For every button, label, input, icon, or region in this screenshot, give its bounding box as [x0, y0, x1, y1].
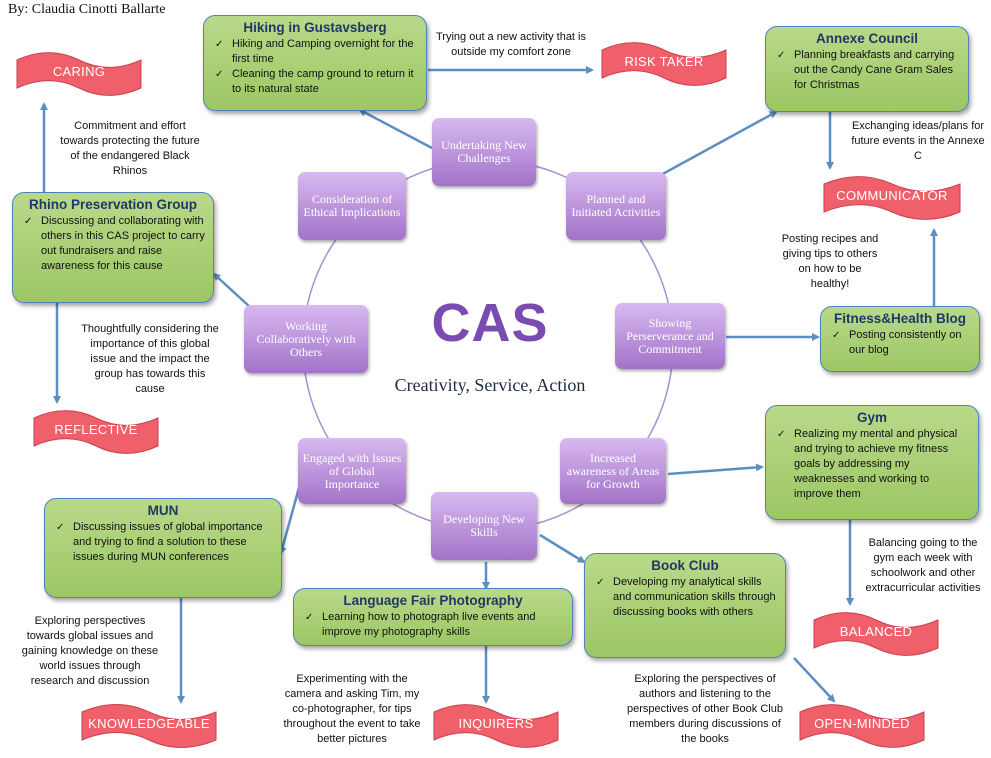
arrow-undertaking-to-hiking — [358, 108, 433, 150]
activity-bullet: Hiking and Camping overnight for the fir… — [212, 37, 418, 67]
activity-title: Book Club — [651, 558, 719, 573]
activity-title: Gym — [856, 410, 887, 425]
banner-shape — [813, 612, 939, 656]
banner-label-communicator: COMMUNICATOR — [836, 187, 948, 203]
note-communicator: Exchanging ideas/plans for future events… — [851, 120, 985, 162]
node-increased-awareness: Increased awareness of Areas for Growth — [560, 438, 666, 504]
activity-annexe-council: Annexe Council Planning breakfasts and c… — [765, 26, 969, 112]
banner-shape — [433, 704, 559, 748]
arrow-developing-to-book — [539, 533, 586, 564]
note-blog: Posting recipes and giving tips to other… — [781, 233, 879, 290]
banner-shape — [81, 704, 217, 748]
cas-subtitle: Creativity, Service, Action — [394, 375, 586, 395]
activity-bullet: Cleaning the camp ground to return it to… — [212, 67, 418, 97]
activity-title: MUN — [147, 503, 179, 518]
activity-bullet: Discussing issues of global importance a… — [53, 520, 273, 565]
node-showing-perserverance: Showing Perserverance and Commitment — [615, 303, 725, 369]
banner-label-risk-taker: RISK TAKER — [624, 53, 704, 69]
activity-language-fair: Language Fair Photography Learning how t… — [293, 588, 573, 646]
banner-reflective: REFLECTIVE — [32, 410, 160, 456]
banner-open-minded: OPEN-MINDED — [798, 704, 926, 750]
activity-hiking: Hiking in Gustavsberg Hiking and Camping… — [203, 15, 427, 111]
activity-title: Rhino Preservation Group — [28, 197, 198, 212]
arrow-engaged-to-mun — [278, 483, 302, 555]
note-reflective: Thoughtfully considering the importance … — [81, 323, 219, 395]
activity-title: Language Fair Photography — [343, 593, 523, 608]
banner-shape — [16, 52, 142, 96]
cas-title: CAS — [431, 293, 549, 353]
banner-balanced: BALANCED — [812, 612, 940, 658]
banner-knowledgeable: KNOWLEDGEABLE — [80, 704, 218, 750]
banner-label-caring: CARING — [52, 63, 106, 79]
activity-bullet: Discussing and collaborating with others… — [21, 214, 205, 274]
note-inquirers: Experimenting with the camera and asking… — [283, 673, 421, 745]
activity-gym: Gym Realizing my mental and physical and… — [765, 405, 979, 520]
banner-communicator: COMMUNICATOR — [822, 176, 962, 222]
activity-mun: MUN Discussing issues of global importan… — [44, 498, 282, 598]
banner-label-reflective: REFLECTIVE — [54, 421, 138, 437]
note-knowledgeable: Exploring perspectives towards global is… — [21, 615, 159, 687]
arrow-planned-to-annexe — [647, 110, 778, 184]
banner-label-open-minded: OPEN-MINDED — [814, 715, 910, 731]
banner-label-knowledgeable: KNOWLEDGEABLE — [88, 715, 210, 731]
banner-shape — [601, 42, 727, 86]
node-planned-initiated: Planned and Initiated Activities — [566, 172, 666, 240]
banner-caring: CARING — [15, 52, 143, 98]
activity-bullet: Developing my analytical skills and comm… — [593, 575, 777, 620]
activity-bullet: Planning breakfasts and carrying out the… — [774, 48, 960, 93]
banner-inquirers: INQUIRERS — [432, 704, 560, 750]
activity-bullet: Posting consistently on our blog — [829, 328, 971, 358]
activity-title: Annexe Council — [815, 31, 918, 46]
note-open-minded: Exploring the perspectives of authors an… — [627, 673, 783, 745]
banner-label-balanced: BALANCED — [839, 623, 913, 639]
note-caring: Commitment and effort towards protecting… — [60, 120, 200, 177]
activity-bullet: Learning how to photograph live events a… — [302, 610, 564, 640]
author-credit: By: Claudia Cinotti Ballarte — [8, 2, 166, 17]
activity-fitness-blog: Fitness&Health Blog Posting consistently… — [820, 306, 980, 372]
arrow-working-to-rhino — [212, 272, 251, 308]
node-undertaking-new-challenges: Undertaking New Challenges — [432, 118, 536, 186]
activity-title: Hiking in Gustavsberg — [243, 20, 387, 35]
activity-rhino-preservation: Rhino Preservation Group Discussing and … — [12, 192, 214, 303]
banner-shape — [33, 410, 159, 454]
node-engaged-global: Engaged with Issues of Global Importance — [298, 438, 406, 504]
banner-shape — [799, 704, 925, 748]
activity-book-club: Book Club Developing my analytical skill… — [584, 553, 786, 658]
arrow-increased-to-gym — [667, 463, 764, 476]
activity-bullet: Realizing my mental and physical and try… — [774, 427, 970, 502]
node-developing-new-skills: Developing New Skills — [431, 492, 537, 560]
banner-risk-taker: RISK TAKER — [600, 42, 728, 88]
node-working-collaboratively: Working Collaboratively with Others — [244, 305, 368, 373]
node-ethical-implications: Consideration of Ethical Implications — [298, 172, 406, 240]
banner-shape — [823, 176, 961, 220]
activity-title: Fitness&Health Blog — [833, 311, 966, 326]
banner-label-inquirers: INQUIRERS — [458, 715, 534, 731]
note-balanced: Balancing going to the gym each week wit… — [865, 537, 981, 594]
arrow-book-to-open-minded — [793, 657, 836, 703]
note-risk-taker: Trying out a new activity that is outsid… — [436, 31, 586, 58]
